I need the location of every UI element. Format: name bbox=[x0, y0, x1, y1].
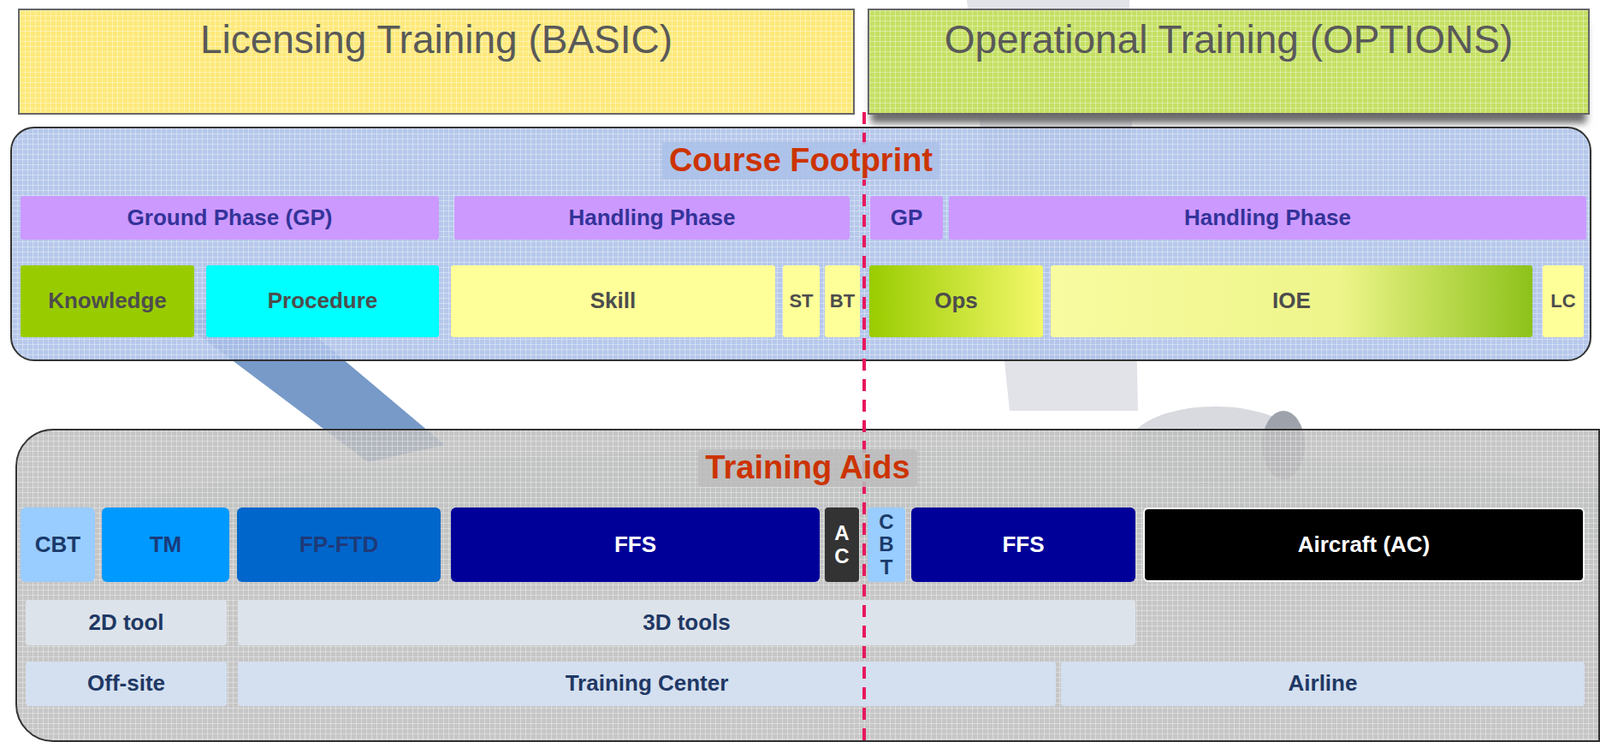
box-label: 2D tool bbox=[88, 610, 164, 636]
operational-box: Operational Training (OPTIONS) bbox=[867, 8, 1590, 115]
box-label: Ops bbox=[934, 288, 978, 315]
footprint-panel: Course FootprintGround Phase (GP) Handlin… bbox=[10, 126, 1592, 362]
box-label: FFS bbox=[1001, 532, 1044, 558]
aids-panel: Training AidsCBT TM FP-FTD FFS AC CBT FFS Aircr… bbox=[15, 428, 1600, 742]
box-label: Knowledge bbox=[47, 288, 167, 315]
licensing-box: Licensing Training (BASIC) bbox=[17, 8, 855, 115]
tool-bar: 3D tools bbox=[237, 599, 1136, 646]
box-label: FFS bbox=[614, 532, 657, 558]
title-holder: Training Aids bbox=[17, 449, 1599, 487]
box-label: Operational Training (OPTIONS) bbox=[944, 17, 1514, 63]
box-label: Ground Phase (GP) bbox=[127, 205, 333, 232]
box-label: CBT bbox=[876, 510, 897, 579]
box-label: LC bbox=[1550, 290, 1576, 312]
stage-box: Ops bbox=[869, 265, 1043, 338]
location-bar: Airline bbox=[1060, 661, 1585, 706]
box-label: Off-site bbox=[87, 670, 166, 697]
box-label: Procedure bbox=[267, 288, 379, 315]
location-bar: Off-site bbox=[25, 661, 227, 706]
box-label: Handling Phase bbox=[568, 205, 735, 232]
stage-box: Knowledge bbox=[20, 265, 195, 338]
title-holder: Course Footprint bbox=[11, 142, 1590, 180]
box-label: ST bbox=[788, 290, 813, 312]
stage-box: Procedure bbox=[206, 265, 439, 338]
stage-box: IOE bbox=[1050, 265, 1533, 338]
box-label: Airline bbox=[1288, 670, 1358, 697]
box-label: IOE bbox=[1272, 288, 1311, 315]
aid-box: Aircraft (AC) bbox=[1143, 507, 1585, 582]
box-label: CBT bbox=[35, 532, 81, 558]
phase-bar: Handling Phase bbox=[454, 195, 850, 240]
panel-title: Training Aids bbox=[698, 449, 917, 487]
box-label: Licensing Training (BASIC) bbox=[200, 17, 673, 63]
stage-box: LC bbox=[1542, 265, 1584, 338]
box-label: FP-FTD bbox=[299, 532, 379, 558]
stage-box: Skill bbox=[450, 265, 776, 338]
location-bar: Training Center bbox=[237, 661, 1056, 706]
box-label: Aircraft (AC) bbox=[1297, 532, 1431, 558]
aid-box: TM bbox=[101, 507, 230, 582]
box-label: 3D tools bbox=[642, 610, 731, 636]
phase-bar: Handling Phase bbox=[948, 195, 1587, 240]
aid-box: CBT bbox=[20, 507, 95, 582]
stage-box: BT bbox=[824, 265, 860, 338]
box-label: BT bbox=[829, 290, 855, 312]
aid-box: AC bbox=[824, 507, 860, 582]
panel-title: Course Footprint bbox=[662, 142, 940, 180]
phase-bar: GP bbox=[870, 195, 943, 240]
aid-box: FP-FTD bbox=[237, 507, 441, 582]
stage-box: ST bbox=[782, 265, 820, 338]
box-label: AC bbox=[831, 521, 853, 568]
box-label: Training Center bbox=[565, 670, 729, 697]
box-label: TM bbox=[149, 532, 183, 558]
aid-box: FFS bbox=[450, 507, 820, 582]
phase-bar: Ground Phase (GP) bbox=[20, 195, 439, 240]
box-label: Handling Phase bbox=[1184, 205, 1352, 232]
box-label: Skill bbox=[590, 288, 636, 315]
box-label: GP bbox=[890, 205, 924, 232]
aid-box: FFS bbox=[911, 507, 1136, 582]
tool-bar: 2D tool bbox=[25, 599, 227, 646]
aid-box: CBT bbox=[867, 507, 906, 582]
